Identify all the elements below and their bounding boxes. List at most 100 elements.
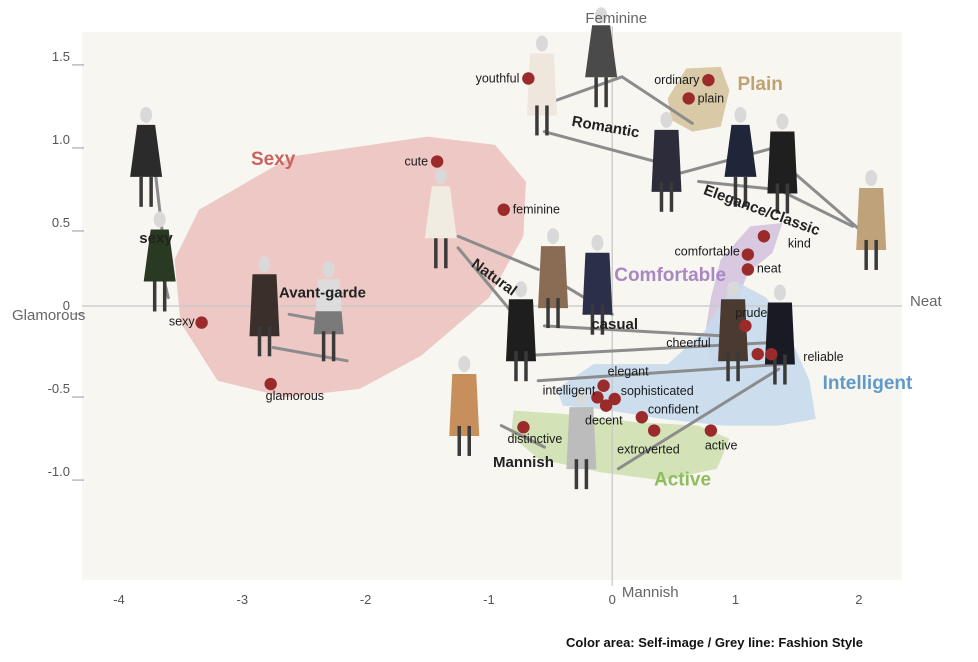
outfit-figure bbox=[143, 211, 176, 312]
figure-body bbox=[585, 25, 618, 78]
point-label-decent: decent bbox=[585, 414, 623, 428]
y-tick-label: -0.5 bbox=[48, 381, 70, 396]
outfit-figure bbox=[505, 281, 536, 382]
point-label-youthful: youthful bbox=[476, 71, 520, 85]
point-label-confident: confident bbox=[648, 402, 699, 416]
x-tick-label: 1 bbox=[732, 592, 739, 607]
point-glamorous bbox=[264, 377, 277, 391]
point-label-sexy: sexy bbox=[169, 315, 195, 329]
x-tick-label: -2 bbox=[360, 592, 372, 607]
point-label-feminine: feminine bbox=[513, 203, 560, 217]
x-tick-label: -4 bbox=[113, 592, 125, 607]
style-label-mannish: Mannish bbox=[493, 454, 554, 471]
axis-label-bottom: Mannish bbox=[622, 584, 679, 601]
style-line bbox=[620, 75, 694, 125]
x-tick-label: 0 bbox=[609, 592, 616, 607]
point-label-active: active bbox=[705, 439, 738, 453]
style-line bbox=[542, 130, 670, 167]
outfit-figure bbox=[249, 256, 280, 357]
x-tick-label: -1 bbox=[483, 592, 495, 607]
figure-body bbox=[582, 252, 613, 315]
point-cheerful bbox=[751, 347, 764, 361]
y-tick-label: 0 bbox=[63, 298, 70, 313]
point-ordinary bbox=[702, 73, 715, 87]
figure-body bbox=[724, 124, 757, 177]
point-label-plain: plain bbox=[698, 91, 724, 105]
point-plain bbox=[682, 92, 695, 105]
style-line bbox=[456, 234, 540, 271]
style-line bbox=[456, 246, 516, 316]
point-decent bbox=[599, 399, 613, 412]
chart-caption: Color area: Self-image / Grey line: Fash… bbox=[566, 635, 863, 650]
outfit-figure bbox=[718, 281, 749, 382]
point-label-sophisticated: sophisticated bbox=[621, 384, 694, 398]
point-label-intelligent: intelligent bbox=[543, 383, 596, 397]
y-tick-label: 1.0 bbox=[52, 132, 70, 147]
figure-body bbox=[566, 407, 597, 470]
point-label-ordinary: ordinary bbox=[654, 73, 700, 87]
point-label-distinctive: distinctive bbox=[507, 432, 562, 446]
outfit-figure bbox=[582, 234, 613, 335]
figure-head bbox=[514, 281, 527, 298]
point-sexy bbox=[195, 316, 208, 329]
outfit-figure bbox=[526, 35, 557, 136]
figure-body bbox=[538, 246, 569, 309]
point-youthful bbox=[522, 72, 535, 85]
figure-head bbox=[140, 106, 153, 123]
style-line bbox=[678, 146, 775, 175]
point-label-extroverted: extroverted bbox=[617, 443, 680, 457]
figure-head bbox=[773, 284, 786, 301]
style-label-avant-garde: Avant-garde bbox=[279, 285, 366, 302]
point-reliable bbox=[765, 347, 778, 361]
point-prudent bbox=[739, 319, 752, 333]
y-tick-label: -1.0 bbox=[48, 464, 70, 479]
x-tick-label: -3 bbox=[237, 592, 249, 607]
point-label-reliable: reliable bbox=[803, 350, 843, 364]
outfit-figure bbox=[424, 168, 457, 269]
outfit-figure bbox=[130, 106, 163, 207]
outfit-figure bbox=[538, 228, 569, 329]
figure-head bbox=[575, 389, 588, 406]
style-line bbox=[499, 424, 546, 449]
figure-skirt bbox=[313, 311, 344, 335]
point-label-glamorous: glamorous bbox=[266, 389, 324, 403]
point-distinctive bbox=[517, 421, 530, 434]
outfit-figure bbox=[566, 389, 597, 490]
region-intelligent bbox=[556, 281, 816, 426]
region-label-comfortable: Comfortable bbox=[614, 265, 726, 286]
region-label-active: Active bbox=[654, 469, 711, 490]
figure-body bbox=[505, 299, 536, 362]
outfit-figure bbox=[767, 113, 798, 214]
figure-body bbox=[449, 373, 480, 436]
region-label-plain: Plain bbox=[737, 74, 782, 95]
figure-head bbox=[434, 168, 447, 185]
style-line bbox=[777, 188, 855, 228]
figure-body bbox=[315, 279, 342, 312]
point-confident bbox=[635, 411, 649, 424]
figure-head bbox=[591, 234, 604, 251]
style-line bbox=[616, 367, 781, 471]
figure-head bbox=[153, 211, 166, 228]
point-label-cheerful: cheerful bbox=[666, 336, 710, 350]
point-neat bbox=[741, 263, 755, 276]
figure-head bbox=[547, 228, 560, 245]
figure-body bbox=[143, 229, 176, 282]
point-comfortable bbox=[741, 248, 755, 261]
point-elegant bbox=[597, 379, 610, 392]
style-line bbox=[536, 362, 787, 383]
axes bbox=[82, 26, 902, 586]
outfit-figure bbox=[856, 169, 887, 270]
point-label-prudent: prudent bbox=[735, 306, 778, 320]
figure-head bbox=[734, 106, 747, 123]
axis-label-top: Feminine bbox=[585, 10, 647, 27]
region-label-intelligent: Intelligent bbox=[823, 373, 913, 394]
figure-body bbox=[130, 124, 163, 177]
figure-head bbox=[258, 256, 271, 273]
style-line bbox=[542, 324, 725, 338]
point-active bbox=[704, 424, 718, 437]
axis-label-right: Neat bbox=[910, 293, 943, 310]
outfit-figure bbox=[449, 355, 480, 456]
